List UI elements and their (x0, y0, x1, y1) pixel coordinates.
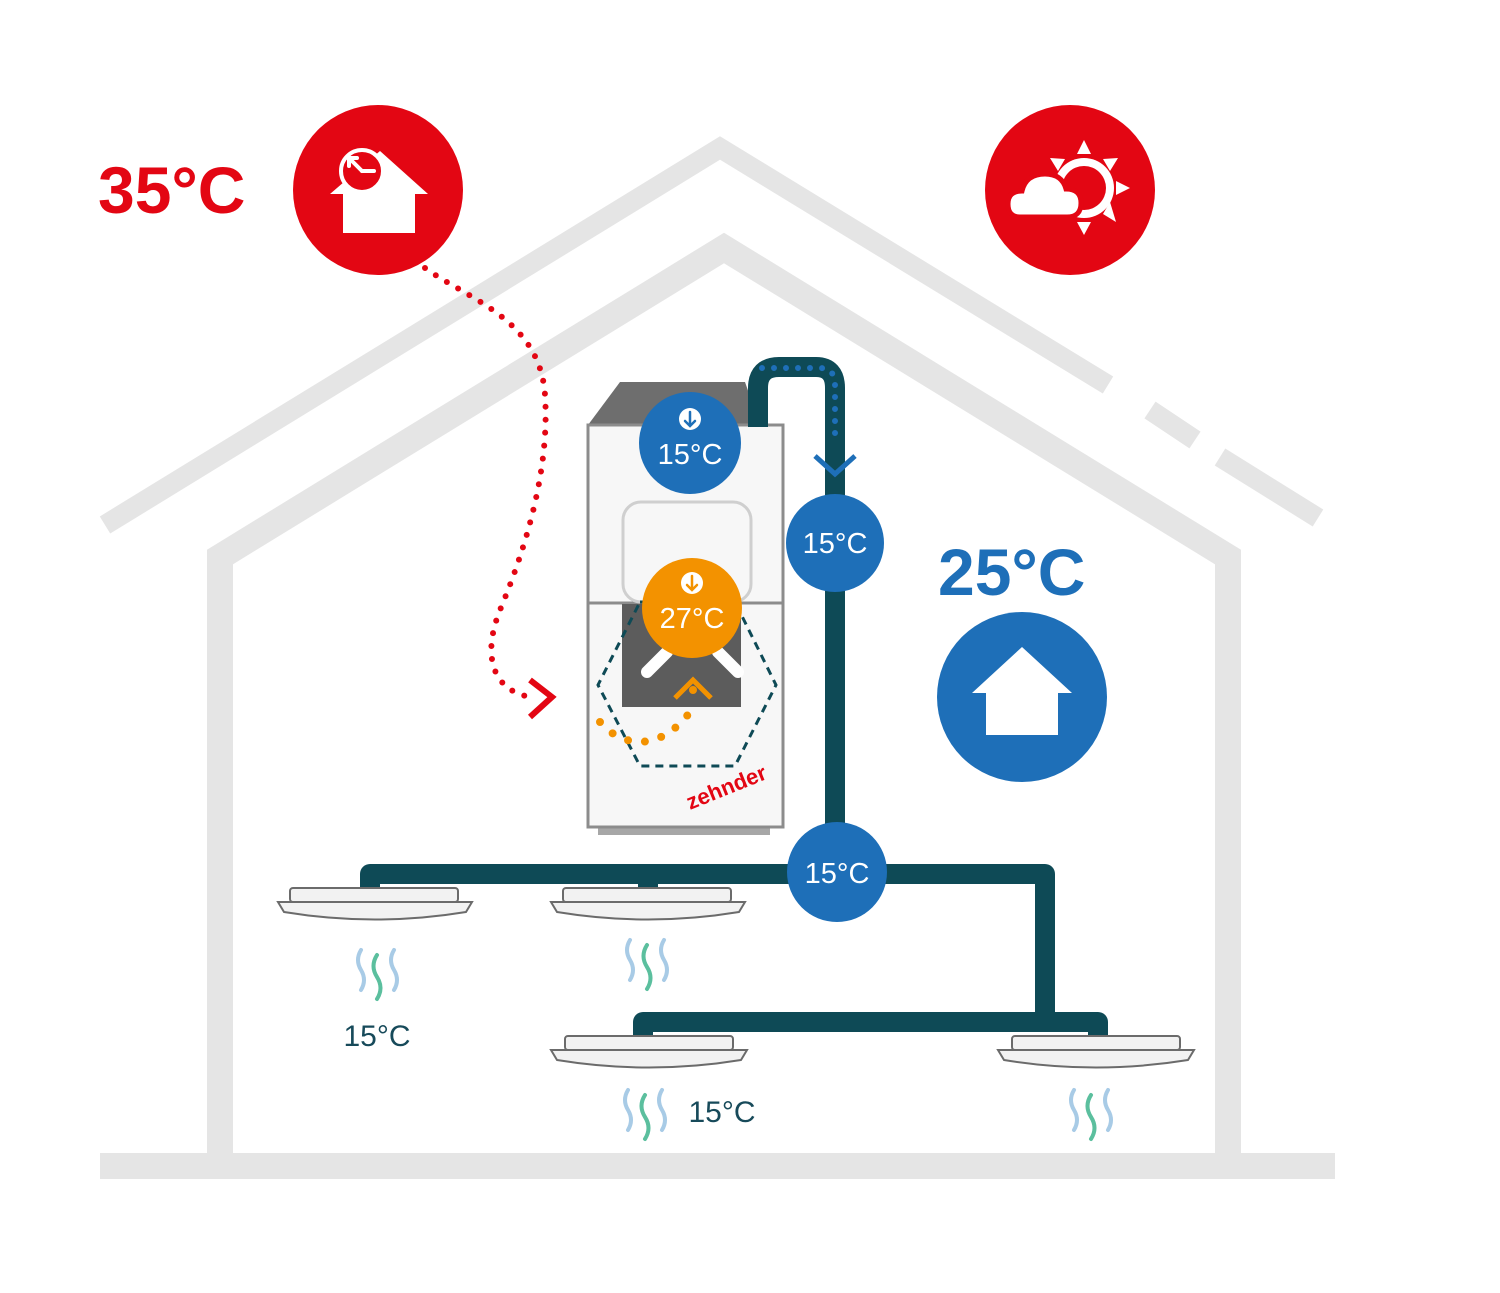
outside-air-arrow (527, 677, 557, 720)
house-icon (972, 647, 1072, 735)
house-outline (99, 136, 1335, 1179)
diffuser (549, 887, 747, 991)
airflow-icon (1069, 1088, 1113, 1141)
sun-cloud-icon (1005, 140, 1130, 235)
airflow-icon (356, 948, 399, 1001)
junction-temp-value: 15°C (805, 858, 870, 890)
riser-flow-dots (759, 365, 838, 443)
indoor-house-badge (937, 612, 1107, 782)
outside-air-path (422, 265, 549, 700)
outdoor-temperature: 35°C (98, 153, 245, 227)
supply-temp-badge: 15°C (639, 392, 741, 494)
indoor-temperature: 25°C (938, 535, 1085, 609)
diffuser-temp: 15°C (343, 1020, 410, 1053)
diffuser: 15°C (276, 887, 474, 1053)
diffuser: 15°C (549, 1035, 756, 1141)
weather-badge (985, 105, 1155, 275)
exchanger-chevron-icon (673, 676, 713, 700)
supply-ducts (360, 864, 1108, 1040)
house-clock-badge (293, 105, 463, 275)
exchanger-temp-value: 27°C (660, 603, 725, 635)
exchanger-temp-badge: 27°C (642, 558, 742, 658)
heat-exchanger-outline (596, 600, 778, 768)
riser-temp-value: 15°C (803, 528, 868, 560)
exchanger-flow-path (596, 708, 694, 746)
supply-temp-value: 15°C (658, 439, 723, 471)
junction-temp-badge: 15°C (787, 822, 887, 922)
house-clock-icon (330, 148, 428, 233)
airflow-icon (625, 938, 669, 991)
diffuser-temp: 15°C (688, 1096, 755, 1129)
diffuser (996, 1035, 1196, 1141)
riser-flow-arrow (813, 454, 857, 478)
airflow-icon (623, 1088, 667, 1141)
riser-temp-badge: 15°C (786, 494, 884, 592)
